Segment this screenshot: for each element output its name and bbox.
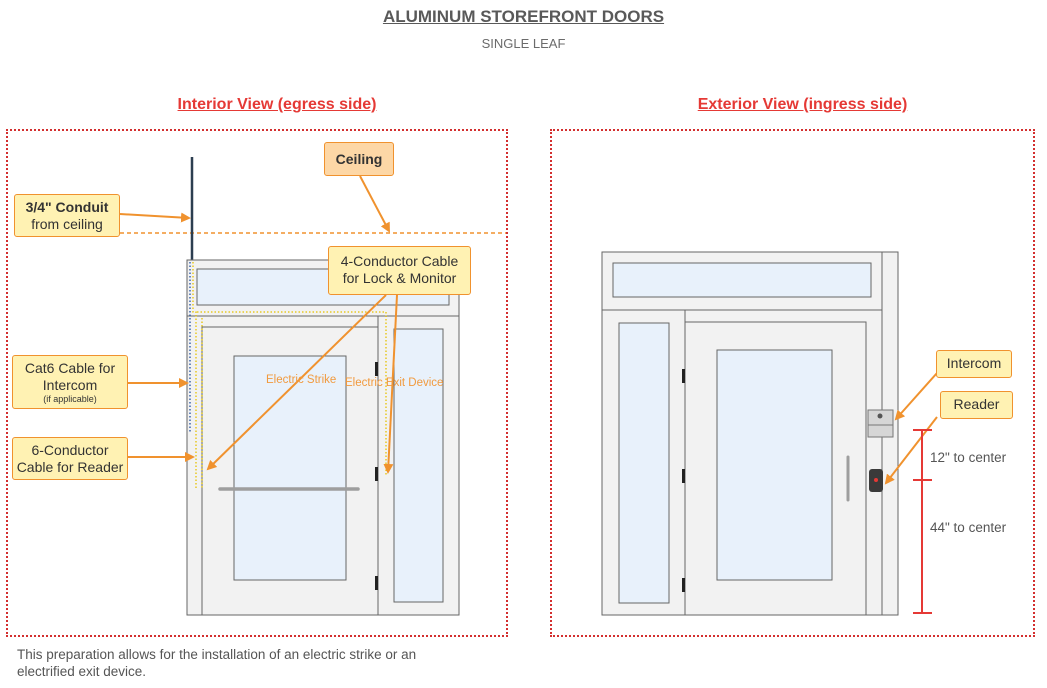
ceiling-callout: Ceiling — [324, 142, 394, 176]
lock-cable-run — [197, 311, 387, 476]
reader-callout: Reader — [940, 391, 1013, 419]
cat6-callout-line1: Cat6 Cable for — [24, 360, 116, 376]
exterior-sidelite-glass — [618, 322, 670, 604]
reader-cable-run — [192, 262, 197, 488]
exterior-view-frame — [550, 129, 1035, 637]
lock-cable-callout: 4-Conductor Cable for Lock & Monitor — [328, 246, 471, 295]
conduit-callout-subtitle: from ceiling — [31, 216, 103, 232]
strike-arrow — [206, 294, 387, 471]
intercom-callout-label: Intercom — [946, 355, 1002, 371]
reader-cable-callout-line1: 6-Conductor — [31, 442, 109, 458]
lock-cable-callout-line1: 4-Conductor Cable — [340, 253, 459, 269]
diagram-subtitle: SINGLE LEAF — [481, 36, 566, 51]
reader-callout-label: Reader — [953, 396, 1000, 412]
lower-measurement: 44" to center — [930, 520, 1007, 535]
conduit-arrow — [119, 212, 191, 223]
cat6-callout: Cat6 Cable for Intercom (if applicable) — [12, 355, 128, 409]
intercom-callout: Intercom — [936, 350, 1012, 378]
interior-view-frame — [6, 129, 508, 637]
interior-view-title: Interior View (egress side) — [177, 96, 377, 113]
ceiling-arrow — [359, 175, 390, 233]
exterior-door-glass — [716, 349, 833, 581]
lock-cable-callout-line2: for Lock & Monitor — [342, 270, 457, 286]
reader-cable-callout-line2: Cable for Reader — [16, 459, 124, 475]
exterior-transom-glass — [612, 262, 872, 298]
interior-sidelite-glass — [393, 328, 444, 603]
electric-exit-device-label: Electric Exit Device — [345, 377, 444, 389]
footer-note-line2: electrified exit device. — [17, 664, 147, 679]
conduit-callout: 3/4" Conduit from ceiling — [14, 194, 120, 237]
intercom-arrow — [894, 372, 938, 421]
footer-note: This preparation allows for the installa… — [17, 646, 537, 680]
ceiling-callout-label: Ceiling — [335, 151, 383, 167]
electric-strike-label: Electric Strike — [266, 374, 337, 386]
footer-note-line1: This preparation allows for the installa… — [17, 647, 417, 662]
exit-device-arrow — [383, 294, 398, 474]
diagram-title: ALUMINUM STOREFRONT DOORS — [382, 7, 665, 26]
upper-measurement: 12" to center — [930, 450, 1007, 465]
conduit-callout-title: 3/4" Conduit — [25, 199, 109, 215]
exterior-view-title: Exterior View (ingress side) — [697, 96, 908, 113]
cat6-callout-note: (if applicable) — [43, 394, 97, 404]
reader-arrow — [884, 416, 938, 485]
cat6-callout-line2: Intercom — [42, 377, 98, 393]
interior-door-glass — [233, 355, 347, 581]
reader-cable-callout: 6-Conductor Cable for Reader — [12, 437, 128, 480]
